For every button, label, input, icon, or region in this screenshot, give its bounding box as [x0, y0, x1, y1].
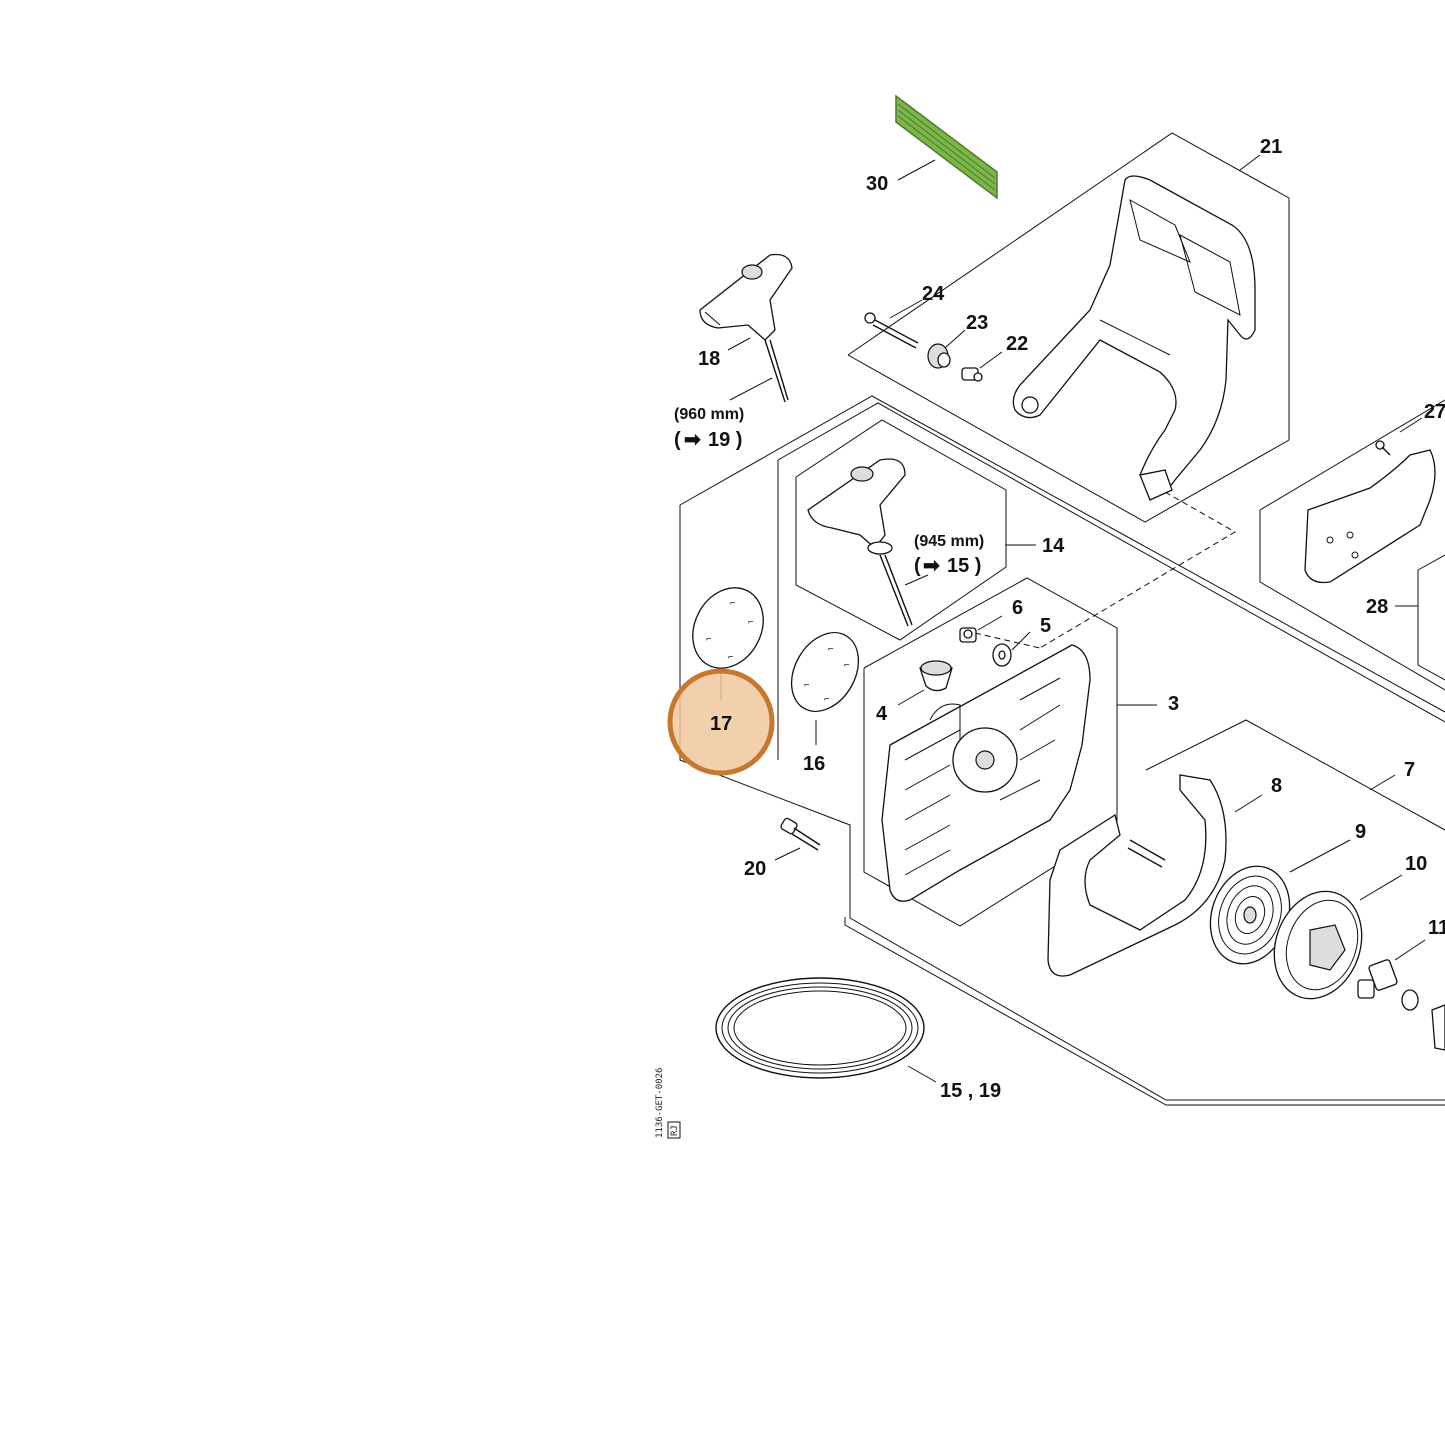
svg-text:⌐: ⌐: [728, 653, 733, 663]
part-15-19-rope-coil: [715, 977, 925, 1079]
part-8-guide: [1047, 774, 1227, 977]
label-27[interactable]: 27: [1424, 401, 1445, 423]
svg-text:⌐: ⌐: [730, 599, 735, 609]
arrow-right-icon: ➡: [684, 429, 701, 451]
label-16[interactable]: 16: [803, 753, 825, 775]
part-5-washer: [992, 643, 1012, 667]
drawing-code-small: RJ: [670, 1125, 680, 1136]
part-18-starter-grip: [699, 253, 793, 403]
svg-text:⌐: ⌐: [828, 645, 833, 655]
label-5[interactable]: 5: [1040, 615, 1051, 637]
label-15-19[interactable]: 15 , 19: [940, 1080, 1001, 1102]
label-10[interactable]: 10: [1405, 853, 1427, 875]
svg-text:⌐: ⌐: [824, 695, 829, 705]
label-18[interactable]: 18: [698, 348, 720, 370]
highlight-part-17[interactable]: [667, 668, 775, 776]
label-9[interactable]: 9: [1355, 821, 1366, 843]
label-23[interactable]: 23: [966, 312, 988, 334]
part-21-handguard: [1012, 175, 1256, 501]
label-24[interactable]: 24: [922, 283, 945, 305]
rope-18-reference: 19 ): [708, 429, 742, 451]
label-14[interactable]: 14: [1042, 535, 1065, 557]
drawing-code-text: 1136-GET-0026: [655, 1068, 665, 1138]
part-labels: 30 21 24 23 22 18 (960 mm) ( ➡ 19 ) 14 (…: [674, 136, 1445, 1102]
label-6[interactable]: 6: [1012, 597, 1023, 619]
part-6-nut: [959, 627, 977, 643]
part-10-rope-rotor: [1273, 890, 1363, 1000]
label-11[interactable]: 11: [1428, 917, 1445, 939]
rope-14-reference: 15 ): [947, 555, 981, 577]
part-22-nut: [961, 367, 983, 382]
part-17-disc: ⌐ ⌐ ⌐ ⌐: [692, 587, 764, 669]
label-30[interactable]: 30: [866, 173, 888, 195]
rope-14-length: (945 mm): [914, 533, 984, 550]
rope-18-bracket: (: [674, 429, 681, 451]
part-30-label-plate: [895, 94, 998, 200]
part-4-valve: [919, 660, 953, 692]
label-21[interactable]: 21: [1260, 136, 1282, 158]
part-14-starter-grip: [807, 458, 913, 627]
part-3-fan-housing: [881, 644, 1091, 902]
label-3[interactable]: 3: [1168, 693, 1179, 715]
label-8[interactable]: 8: [1271, 775, 1282, 797]
part-16-disc: ⌐ ⌐ ⌐ ⌐: [790, 632, 860, 712]
part-24-screw: [864, 312, 919, 349]
svg-text:⌐: ⌐: [748, 618, 753, 628]
rope-18-length: (960 mm): [674, 406, 744, 423]
drawing-code: 1136-GET-0026 RJ: [655, 1068, 681, 1139]
label-22[interactable]: 22: [1006, 333, 1028, 355]
part-27-cover: [1304, 440, 1436, 584]
arrow-right-icon: ➡: [923, 555, 940, 577]
part-9-rewind-spring: [1209, 865, 1291, 965]
label-20[interactable]: 20: [744, 858, 766, 880]
part-23-bushing: [927, 343, 951, 369]
dashed-leaders: [974, 491, 1236, 649]
label-7[interactable]: 7: [1404, 759, 1415, 781]
part-20-screw: [780, 817, 821, 851]
svg-text:⌐: ⌐: [804, 681, 809, 691]
leader-lines: [720, 154, 1426, 1083]
label-17[interactable]: 17: [710, 713, 732, 735]
label-28[interactable]: 28: [1366, 596, 1388, 618]
svg-text:⌐: ⌐: [706, 635, 711, 645]
svg-text:⌐: ⌐: [844, 661, 849, 671]
label-4[interactable]: 4: [876, 703, 888, 725]
part-11-pawl: [1357, 959, 1445, 1051]
rope-14-bracket: (: [914, 555, 921, 577]
